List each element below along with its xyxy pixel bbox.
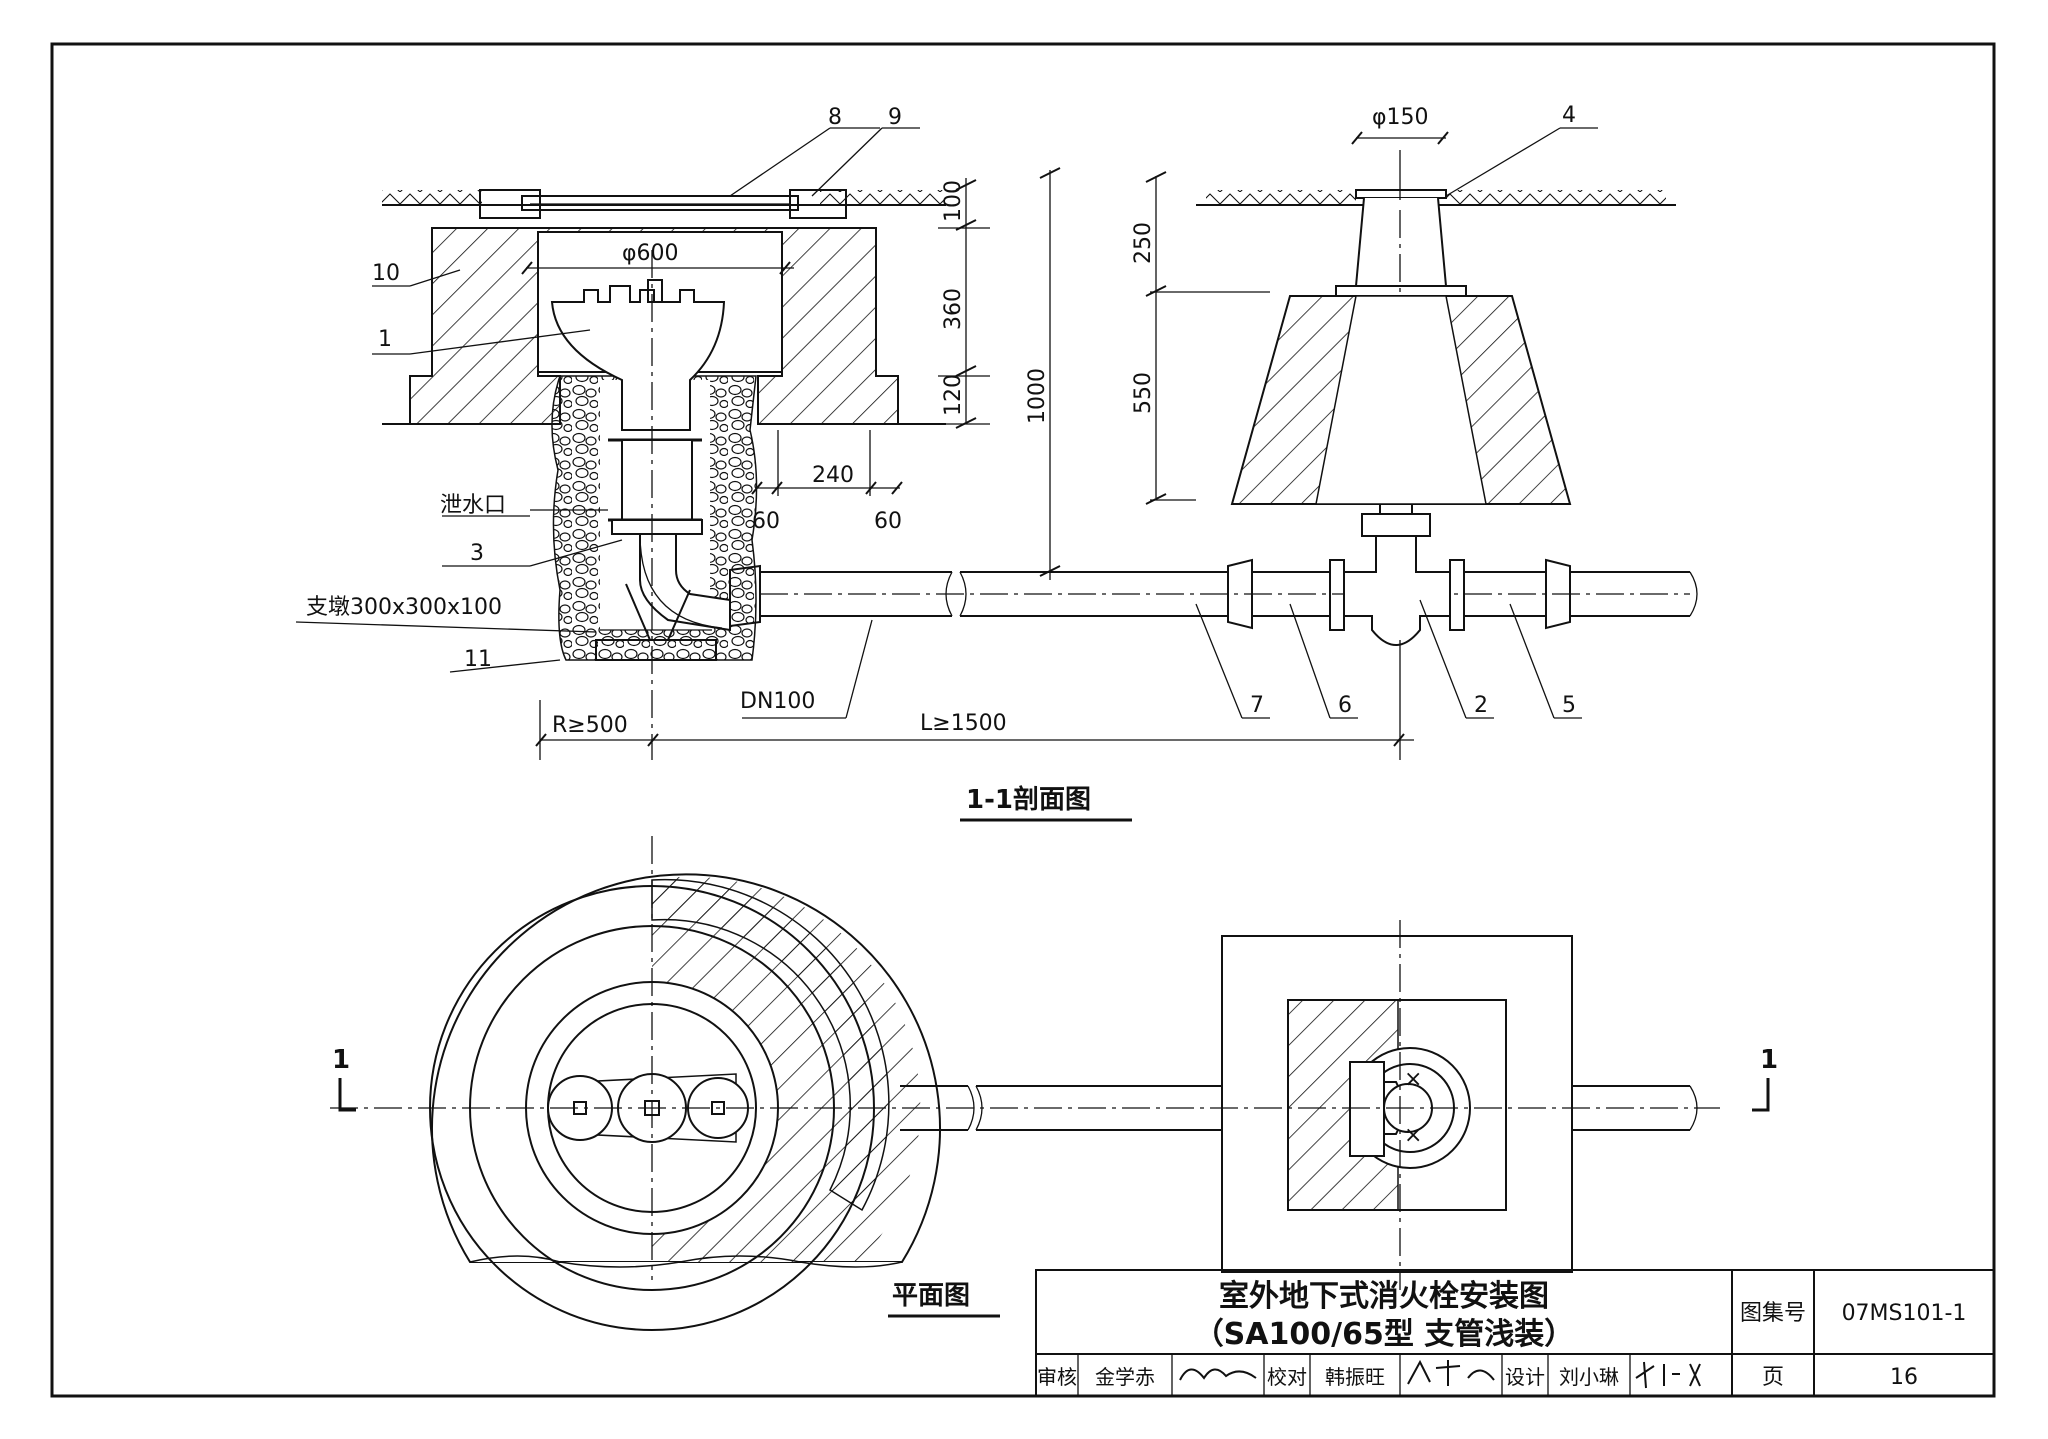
drawing-title: 室外地下式消火栓安装图 [1219,1279,1549,1314]
designer-signature [1635,1361,1701,1389]
length-label: L≥1500 [920,711,1007,736]
dims-left [938,167,1270,580]
sheet-border [50,42,1996,1398]
dim-60b: 60 [874,509,902,534]
callout-3: 3 [470,541,484,566]
reviewer-signature [1179,1368,1257,1381]
checker-name: 韩振旺 [1325,1365,1385,1389]
svg-text:×: × [1404,1123,1422,1148]
callout-9: 9 [888,105,902,130]
radius-label: R≥500 [552,713,628,738]
atlas-label: 图集号 [1740,1301,1806,1326]
dim-d150: φ150 [1372,105,1429,130]
dim-240: 240 [812,463,854,488]
manhole-cover [521,195,799,211]
callout-10: 10 [372,261,400,286]
designer-name: 刘小琳 [1559,1365,1619,1389]
section-title: 1-1剖面图 [966,784,1091,815]
dim-100: 100 [941,180,966,222]
callout-8: 8 [828,105,842,130]
section-marker-right: 1 [1760,1045,1778,1075]
section-view: 8 9 4 10 1 泄水口 3 支墩300x300x100 11 DN100 … [295,103,1698,822]
dim-550: 550 [1131,372,1156,414]
hydrant-head [550,285,726,431]
dims-bottom [521,131,1449,760]
plan-title: 平面图 [892,1281,970,1311]
atlas-number: 07MS101-1 [1842,1301,1967,1326]
callout-1: 1 [378,327,392,352]
drawing-subtitle: （SA100/65型 支管浅装） [1194,1317,1575,1352]
check-label: 校对 [1267,1365,1307,1389]
design-label: 设计 [1505,1365,1545,1389]
leaders [295,127,1598,719]
section-marker-left: 1 [332,1045,350,1075]
callout-7: 7 [1250,693,1264,718]
dim-360: 360 [941,288,966,330]
page-number: 16 [1890,1365,1918,1390]
dim-60a: 60 [752,509,780,534]
plan-view: × × 1 1 平面图 [330,836,1778,1331]
svg-text:×: × [1404,1067,1422,1092]
checker-signature [1407,1359,1495,1386]
valve-box-plan [1221,935,1573,1273]
dn-label: DN100 [740,689,815,714]
callout-2: 2 [1474,693,1488,718]
dim-250: 250 [1131,222,1156,264]
callout-11: 11 [464,647,492,672]
callout-5: 5 [1562,693,1576,718]
title-block: 室外地下式消火栓安装图 （SA100/65型 支管浅装） 图集号 07MS101… [1035,1269,1995,1397]
valve-box-cover [1355,189,1447,199]
drain-label: 泄水口 [440,493,506,518]
page-label: 页 [1762,1365,1784,1390]
callout-4: 4 [1562,103,1576,128]
dim-120: 120 [941,374,966,416]
support-pier [595,639,717,661]
support-label: 支墩300x300x100 [306,595,502,620]
dim-1000: 1000 [1025,368,1050,424]
review-label: 审核 [1037,1365,1077,1389]
reviewer-name: 金学赤 [1095,1365,1155,1389]
callout-6: 6 [1338,693,1352,718]
dim-d600: φ600 [622,241,679,266]
